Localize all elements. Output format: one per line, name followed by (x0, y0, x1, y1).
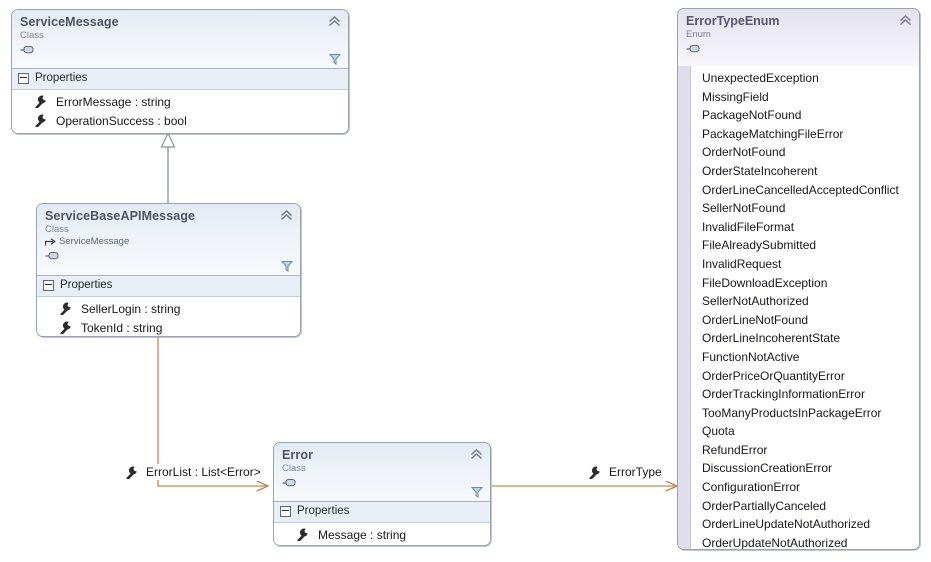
enum-value[interactable]: OrderTrackingInformationError (702, 387, 865, 402)
association-label-text: ErrorType (609, 465, 662, 479)
member-label: OperationSuccess : bool (56, 113, 187, 128)
wrench-icon (296, 528, 309, 542)
member-label: ErrorMessage : string (56, 94, 171, 109)
funnel-icon[interactable] (280, 260, 294, 272)
member-row[interactable]: ErrorMessage : string (12, 92, 348, 111)
wrench-icon (34, 95, 47, 109)
enum-value[interactable]: OrderPriceOrQuantityError (702, 368, 845, 383)
association-label-error-list[interactable]: ErrorList : List<Error> (122, 464, 264, 480)
lollipop-icon (45, 250, 59, 260)
enum-value[interactable]: ConfigurationError (702, 480, 801, 495)
member-row[interactable]: Message : string (274, 525, 490, 544)
enum-value[interactable]: UnexpectedException (702, 71, 819, 85)
member-row[interactable]: TokenId : string (37, 318, 300, 336)
wrench-icon (59, 321, 72, 335)
class-base-label: ServiceMessage (59, 236, 130, 247)
inheritance-connector (160, 131, 176, 203)
association-label-text: ErrorList : List<Error> (146, 465, 261, 479)
compartment-label: Properties (297, 505, 350, 517)
member-list: ErrorMessage : string OperationSuccess :… (12, 90, 348, 133)
member-row[interactable]: SellerLogin : string (37, 299, 300, 318)
enum-value[interactable]: OrderLineUpdateNotAuthorized (702, 517, 871, 532)
class-interface-iconrow (282, 475, 482, 487)
class-title: ServiceBaseAPIMessage (45, 209, 196, 223)
enum-value[interactable]: PackageMatchingFileError (702, 126, 844, 141)
enum-value[interactable]: SellerNotFound (702, 201, 786, 216)
enum-value[interactable]: FileDownloadException (702, 275, 828, 290)
class-header: Error Class (274, 443, 490, 502)
class-box-service-message[interactable]: ServiceMessage Class (11, 9, 349, 134)
class-title: Error (282, 448, 314, 462)
enum-value[interactable]: OrderLineNotFound (702, 312, 809, 327)
enum-value[interactable]: OrderNotFound (702, 145, 786, 160)
compartment-label: Properties (35, 72, 88, 84)
class-interface-iconrow (20, 42, 340, 54)
chevron-up-icon[interactable] (470, 448, 483, 460)
class-title: ServiceMessage (20, 15, 119, 29)
enum-value[interactable]: PackageNotFound (702, 108, 802, 123)
class-box-error[interactable]: Error Class (273, 442, 491, 546)
enum-value-list: UnexpectedException MissingField Package… (690, 66, 919, 549)
inheritance-arrow-icon (44, 237, 56, 247)
enum-value[interactable]: OrderUpdateNotAuthorized (702, 535, 848, 550)
enum-header: ErrorTypeEnum Enum (678, 9, 919, 66)
class-base-row: ServiceMessage (44, 236, 292, 248)
enum-title: ErrorTypeEnum (686, 14, 780, 28)
collapse-box-icon[interactable] (280, 506, 291, 517)
member-row[interactable]: OperationSuccess : bool (12, 111, 348, 130)
wrench-icon (34, 114, 47, 128)
lollipop-icon (20, 44, 34, 54)
enum-value[interactable]: OrderStateIncoherent (702, 163, 818, 178)
compartment-header-properties[interactable]: Properties (37, 276, 300, 297)
member-label: Message : string (318, 527, 407, 542)
class-interface-iconrow (45, 248, 292, 260)
wrench-icon (59, 302, 72, 316)
lollipop-icon (686, 43, 700, 53)
class-stereotype: Class (282, 463, 306, 474)
wrench-icon (125, 466, 138, 480)
wrench-icon (588, 466, 601, 480)
enum-interface-iconrow (686, 41, 911, 53)
member-label: SellerLogin : string (81, 301, 181, 316)
enum-accent-bar (678, 9, 690, 549)
funnel-icon[interactable] (470, 486, 484, 498)
enum-box-error-type-enum[interactable]: ErrorTypeEnum Enum UnexpectedException (677, 8, 920, 550)
lollipop-icon (282, 477, 296, 487)
compartment-label: Properties (60, 279, 113, 291)
class-header: ServiceMessage Class (12, 10, 348, 69)
enum-value[interactable]: RefundError (702, 442, 768, 457)
enum-value[interactable]: OrderPartiallyCanceled (702, 498, 827, 513)
enum-value[interactable]: SellerNotAuthorized (702, 294, 809, 309)
funnel-icon[interactable] (328, 53, 342, 65)
chevron-up-icon[interactable] (280, 209, 293, 221)
enum-value[interactable]: TooManyProductsInPackageError (702, 405, 882, 420)
association-label-error-type[interactable]: ErrorType (585, 464, 665, 480)
member-list: Message : string (274, 523, 490, 545)
class-header: ServiceBaseAPIMessage Class ServiceMessa… (37, 204, 300, 276)
enum-value[interactable]: MissingField (702, 89, 769, 104)
enum-value[interactable]: Quota (702, 424, 735, 439)
collapse-box-icon[interactable] (43, 280, 54, 291)
collapse-box-icon[interactable] (18, 73, 29, 84)
member-label: TokenId : string (81, 320, 163, 335)
chevron-up-icon[interactable] (899, 14, 912, 26)
enum-value[interactable]: FileAlreadySubmitted (702, 238, 817, 253)
member-list: SellerLogin : string TokenId : string (37, 297, 300, 336)
enum-value[interactable]: InvalidFileFormat (702, 219, 795, 234)
class-stereotype: Class (45, 224, 69, 235)
compartment-header-properties[interactable]: Properties (12, 69, 348, 90)
chevron-up-icon[interactable] (328, 15, 341, 27)
enum-stereotype: Enum (686, 29, 711, 40)
class-box-service-base-api-message[interactable]: ServiceBaseAPIMessage Class ServiceMessa… (36, 203, 301, 337)
enum-value[interactable]: DiscussionCreationError (702, 461, 833, 476)
compartment-header-properties[interactable]: Properties (274, 502, 490, 523)
enum-value[interactable]: OrderLineCancelledAcceptedConflict (702, 182, 899, 197)
enum-value[interactable]: InvalidRequest (702, 256, 782, 271)
enum-value[interactable]: FunctionNotActive (702, 349, 800, 364)
enum-value[interactable]: OrderLineIncoherentState (702, 331, 841, 346)
class-stereotype: Class (20, 30, 44, 41)
